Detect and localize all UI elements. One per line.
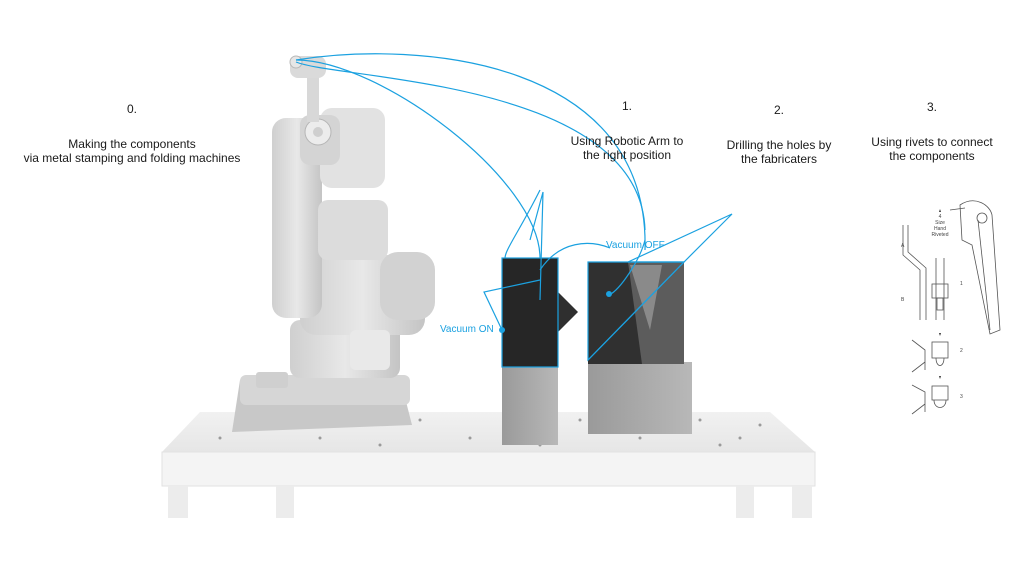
rivet-size-note: 4 Size Hand Riveted bbox=[930, 214, 950, 238]
step-text-line: the components bbox=[889, 149, 975, 163]
step-text-line: via metal stamping and folding machines bbox=[23, 151, 241, 165]
step-0: 0. Making the components via metal stamp… bbox=[10, 102, 254, 166]
rivet-diagram bbox=[902, 200, 1001, 415]
rivet-stage-2: 2 bbox=[960, 348, 963, 354]
rivet-note-line: Riveted bbox=[931, 232, 949, 238]
rivet-note-line: Hand bbox=[934, 226, 946, 232]
rivet-part-a: A bbox=[901, 243, 905, 249]
step-number: 0. bbox=[126, 102, 137, 116]
step-3: 3. Using rivets to connect the component… bbox=[862, 100, 1002, 164]
rivet-part-b: B bbox=[901, 297, 905, 303]
step-number: 3. bbox=[926, 100, 937, 114]
vacuum-off-label: Vacuum OFF bbox=[606, 240, 665, 251]
step-text-line: Using rivets to connect bbox=[871, 134, 993, 149]
step-1: 1. Using Robotic Arm to the right positi… bbox=[560, 99, 694, 163]
step-2: 2. Drilling the holes by the fabricaters bbox=[719, 103, 839, 167]
rivet-stage-3: 3 bbox=[960, 394, 963, 400]
vacuum-on-label: Vacuum ON bbox=[440, 324, 494, 335]
step-number: 2. bbox=[773, 103, 784, 117]
step-text-line: the fabricaters bbox=[740, 152, 818, 166]
motion-paths bbox=[295, 53, 733, 368]
rivet-note-line: Size bbox=[935, 220, 945, 226]
step-text-line: Making the components bbox=[68, 136, 196, 151]
right-block bbox=[588, 262, 692, 434]
robot-arm bbox=[232, 55, 435, 432]
step-text-line: the right position bbox=[582, 148, 672, 162]
rivet-note-line: 4 bbox=[938, 214, 942, 220]
step-number: 1. bbox=[621, 99, 632, 113]
step-text-line: Using Robotic Arm to bbox=[570, 133, 684, 148]
step-text-line: Drilling the holes by bbox=[726, 137, 832, 152]
rivet-stage-1: 1 bbox=[960, 281, 963, 287]
left-block bbox=[502, 258, 578, 445]
